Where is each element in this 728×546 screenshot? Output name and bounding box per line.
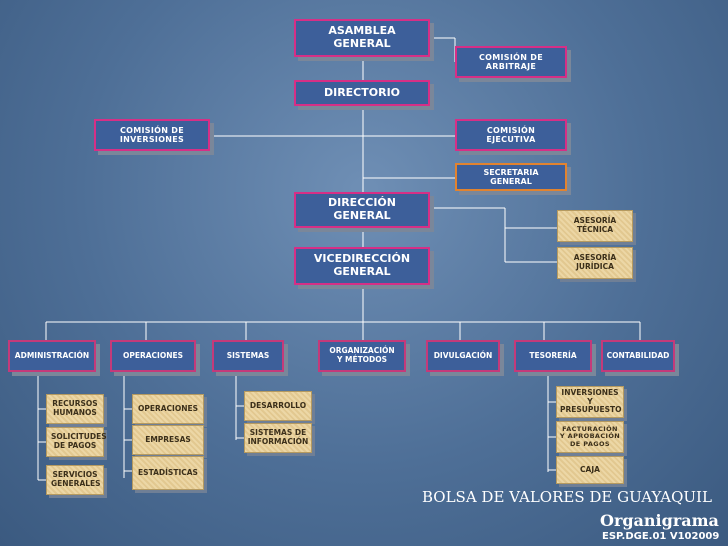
dept-label: DIVULGACIÓN [433,350,493,360]
asesoria-tecnica-box: ASESORÍA TÉCNICA [557,210,633,242]
dept-label: CONTABILIDAD [606,350,670,360]
dept-label: OPERACIONES [122,350,184,360]
sub-label: OPERACIONES [137,403,199,413]
sub-label: ESTADÍSTICAS [138,467,198,477]
asesoria-juridica-label: ASESORÍA JURÍDICA [573,253,617,271]
asamblea-general-label: ASAMBLEA GENERAL [328,24,396,50]
sub-label: SOLICITUDES DE PAGOS [51,432,107,450]
sub-label: EMPRESAS [145,434,191,444]
comision-inversiones-box: COMISIÓN DE INVERSIONES [94,119,210,151]
comision-ejecutiva-label: COMISIÓN EJECUTIVA [486,125,536,144]
sub-label: SISTEMAS DE INFORMACIÓN [247,428,309,446]
sub-empresas: EMPRESAS [132,425,204,455]
dept-operaciones: OPERACIONES [110,340,196,372]
dept-label: TESORERÍA [529,350,577,360]
dept-label: ADMINISTRACIÓN [14,350,90,360]
sub-facturacion-aprobacion: FACTURACIÓN Y APROBACIÓN DE PAGOS [556,421,624,453]
dept-tesoreria: TESORERÍA [514,340,592,372]
dept-administracion: ADMINISTRACIÓN [8,340,96,372]
comision-inversiones-label: COMISIÓN DE INVERSIONES [119,125,185,144]
directorio-box: DIRECTORIO [294,80,430,106]
comision-ejecutiva-box: COMISIÓN EJECUTIVA [455,119,567,151]
asamblea-general-box: ASAMBLEA GENERAL [294,19,430,57]
sub-solicitudes-pagos: SOLICITUDES DE PAGOS [46,427,107,457]
sub-operaciones: OPERACIONES [132,394,204,424]
sub-recursos-humanos: RECURSOS HUMANOS [46,394,104,424]
footer-title: Organigrama [600,511,719,530]
sub-inversiones-presupuesto: INVERSIONES Y PRESUPUESTO [556,386,624,418]
sub-label: RECURSOS HUMANOS [52,399,98,417]
direccion-general-box: DIRECCIÓN GENERAL [294,192,430,228]
dept-label: ORGANIZACIÓN Y MÉTODOS [329,346,395,364]
secretaria-general-label: SECRETARIA GENERAL [483,167,539,186]
dept-organizacion-metodos: ORGANIZACIÓN Y MÉTODOS [318,340,406,372]
comision-arbitraje-label: COMISIÓN DE ARBITRAJE [478,52,544,71]
vicedireccion-general-box: VICEDIRECCIÓN GENERAL [294,247,430,285]
dept-sistemas: SISTEMAS [212,340,284,372]
footer-organization: BOLSA DE VALORES DE GUAYAQUIL [422,488,712,506]
asesoria-juridica-box: ASESORÍA JURÍDICA [557,247,633,279]
sub-sistemas-informacion: SISTEMAS DE INFORMACIÓN [244,423,312,453]
sub-desarrollo: DESARROLLO [244,391,312,421]
sub-label: CAJA [580,464,600,474]
direccion-general-label: DIRECCIÓN GENERAL [327,196,396,222]
comision-arbitraje-box: COMISIÓN DE ARBITRAJE [455,46,567,78]
directorio-label: DIRECTORIO [323,85,401,99]
dept-label: SISTEMAS [226,350,270,360]
sub-servicios-generales: SERVICIOS GENERALES [46,465,104,495]
dept-contabilidad: CONTABILIDAD [601,340,675,372]
footer-code: ESP.DGE.01 V102009 [602,531,720,542]
sub-label: FACTURACIÓN Y APROBACIÓN DE PAGOS [559,424,621,448]
asesoria-tecnica-label: ASESORÍA TÉCNICA [573,216,617,234]
sub-label: DESARROLLO [249,400,307,410]
sub-label: SERVICIOS GENERALES [51,470,101,488]
dept-divulgacion: DIVULGACIÓN [426,340,500,372]
sub-estadisticas: ESTADÍSTICAS [132,456,204,490]
vicedireccion-general-label: VICEDIRECCIÓN GENERAL [313,252,411,278]
secretaria-general-box: SECRETARIA GENERAL [455,163,567,191]
sub-caja: CAJA [556,456,624,484]
sub-label: INVERSIONES Y PRESUPUESTO [560,388,622,415]
